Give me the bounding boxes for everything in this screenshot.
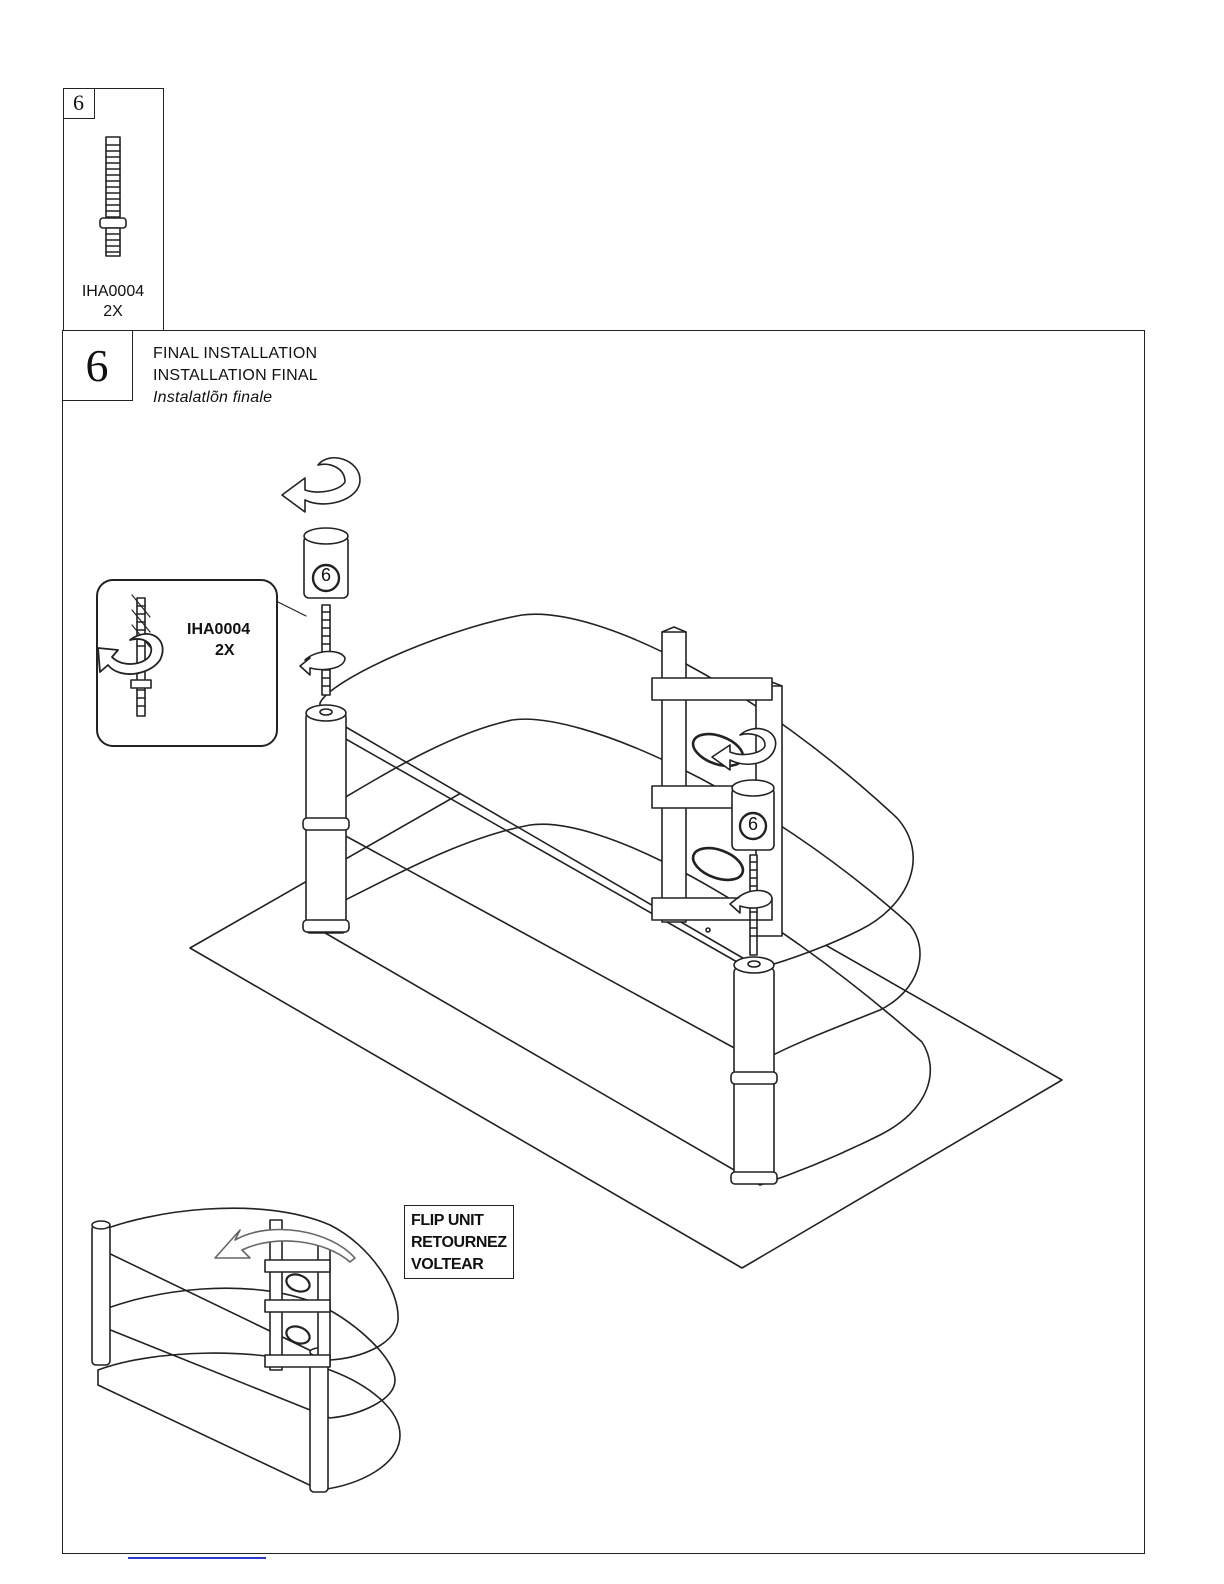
footer-link-underline[interactable] bbox=[128, 1557, 266, 1559]
flip-note-line: FLIP UNIT bbox=[411, 1210, 507, 1232]
flip-note-line: RETOURNEZ bbox=[411, 1232, 507, 1254]
bolt-detail-callout bbox=[97, 580, 277, 746]
spacer-cap bbox=[304, 528, 348, 598]
stand-shelves bbox=[320, 614, 930, 1185]
rotate-arrow-icon bbox=[282, 458, 360, 512]
flip-note-line: VOLTEAR bbox=[411, 1254, 507, 1276]
left-post bbox=[303, 705, 349, 933]
flip-unit-illustration bbox=[92, 1208, 400, 1492]
part-marker: 6 bbox=[740, 814, 766, 835]
part-marker: 6 bbox=[313, 565, 339, 586]
flip-note: FLIP UNIT RETOURNEZ VOLTEAR bbox=[404, 1205, 514, 1279]
bolt-icon bbox=[274, 600, 345, 695]
bolt-detail-qty: 2X bbox=[215, 642, 235, 660]
bolt-detail-code: IHA0004 bbox=[187, 621, 250, 639]
bolt-icon bbox=[100, 137, 126, 256]
right-post bbox=[731, 957, 777, 1184]
